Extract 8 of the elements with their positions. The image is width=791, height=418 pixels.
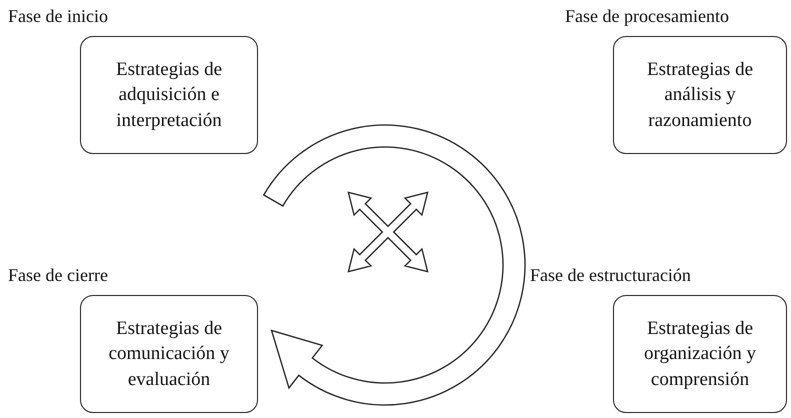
phase-heading: Fase de estructuración	[530, 265, 691, 286]
strategy-box: Estrategias de comunicación y evaluación	[80, 295, 258, 413]
strategy-box: Estrategias de organización y comprensión	[613, 295, 787, 413]
phase-heading: Fase de procesamiento	[565, 6, 729, 27]
phase-heading: Fase de cierre	[8, 265, 108, 286]
strategy-box: Estrategias de adquisición e interpretación	[80, 36, 258, 154]
phase-heading: Fase de inicio	[8, 6, 108, 27]
strategy-box: Estrategias de análisis y razonamiento	[613, 36, 787, 154]
